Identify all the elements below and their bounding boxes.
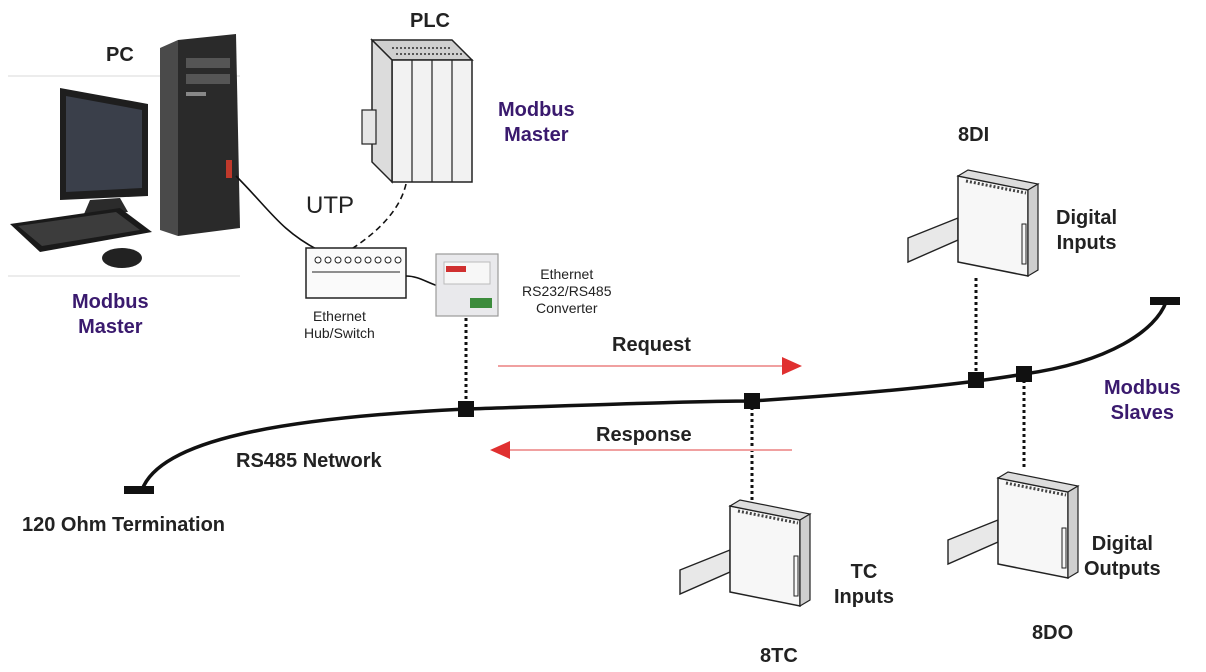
pc-icon: [10, 34, 240, 268]
termination-label: 120 Ohm Termination: [22, 514, 226, 536]
utp-cable-plc: [349, 183, 407, 251]
bus-node-converter: [458, 401, 474, 417]
bus-node-8di: [968, 372, 984, 388]
plc-icon: [361, 38, 474, 184]
module-8di-icon: [907, 169, 1040, 278]
pc-role: Modbus Master: [72, 291, 149, 338]
module-8do-icon: [947, 471, 1080, 580]
plc-role: Modbus Master: [498, 99, 575, 146]
utp-cable-pc: [235, 175, 319, 251]
network-label: RS485 Network: [236, 450, 382, 472]
rs485-bus: [140, 301, 1168, 491]
8tc-desc: TC Inputs: [834, 561, 894, 608]
8di-desc: Digital Inputs: [1056, 207, 1118, 254]
converter-label: Ethernet RS232/RS485 Converter: [522, 266, 612, 316]
utp-label: UTP: [306, 192, 354, 219]
request-arrow: [498, 357, 802, 375]
pc-label: PC: [106, 44, 134, 66]
termination-right: [1150, 297, 1180, 305]
8di-label: 8DI: [958, 124, 990, 146]
converter-icon: [435, 253, 499, 317]
hub-label: Ethernet Hub/Switch: [304, 308, 375, 341]
8tc-label: 8TC: [760, 645, 798, 667]
hub-icon: [305, 247, 407, 299]
8do-desc: Digital Outputs: [1084, 533, 1161, 580]
response-arrow: [490, 441, 792, 459]
plc-label: PLC: [410, 10, 450, 32]
hub-converter-cable: [405, 275, 439, 287]
bus-node-8do: [1016, 366, 1032, 382]
request-label: Request: [612, 334, 691, 356]
slaves-label: Modbus Slaves: [1104, 377, 1181, 424]
8do-label: 8DO: [1032, 622, 1074, 644]
response-label: Response: [596, 424, 692, 446]
termination-left: [124, 486, 154, 494]
bus-node-8tc: [744, 393, 760, 409]
module-8tc-icon: [679, 499, 812, 608]
